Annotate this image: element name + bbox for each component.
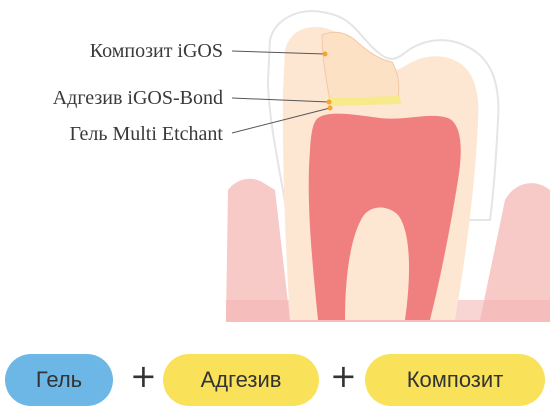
composite-pill: Композит (365, 354, 545, 406)
pulp (308, 113, 461, 321)
label-adhesive: Адгезив iGOS-Bond (52, 87, 223, 109)
gel-pill: Гель (5, 354, 113, 406)
plus-sign-2: + (330, 357, 357, 395)
plus-sign-1: + (130, 357, 157, 395)
leader-adhesive-dot (326, 99, 332, 105)
label-gel: Гель Multi Etchant (69, 123, 223, 145)
adhesive-pill: Адгезив (163, 354, 319, 406)
label-composite: Композит iGOS (89, 40, 223, 62)
adhesive-layer (328, 96, 401, 106)
leader-adhesive (231, 97, 330, 103)
composite-filling (321, 31, 400, 101)
leader-gel-dot (327, 105, 333, 111)
leader-composite-dot (322, 51, 328, 57)
leader-gel (231, 107, 331, 134)
root-canal (350, 215, 402, 320)
leader-composite (231, 50, 326, 55)
